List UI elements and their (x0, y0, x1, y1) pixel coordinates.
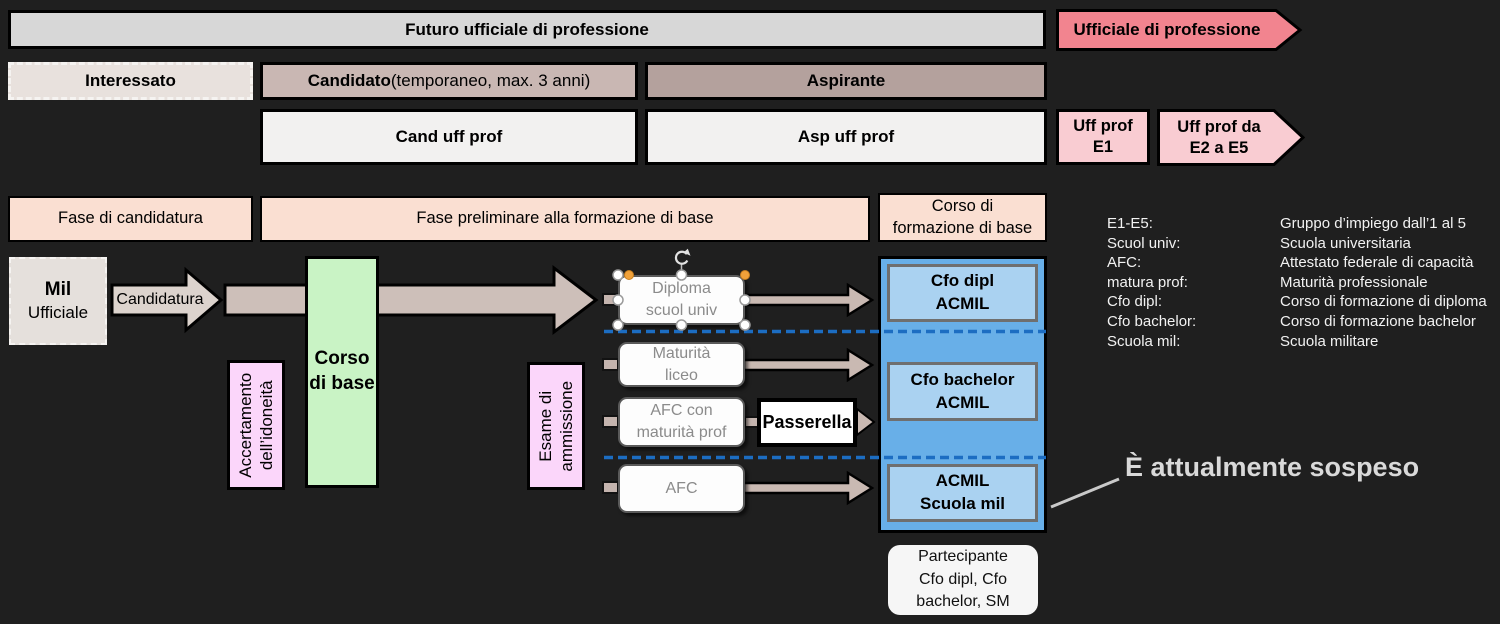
legend-definition: Gruppo d’impiego dall’1 al 5 (1280, 215, 1466, 232)
passerella-box[interactable]: Passerella (757, 398, 857, 447)
arrow-row-diploma (742, 282, 875, 318)
phase-preliminary[interactable]: Fase preliminare alla formazione di base (260, 196, 870, 242)
stub-maturita (602, 358, 619, 371)
arrow-row-maturita-polygon (742, 347, 875, 383)
legend-definition: Corso di formazione bachelor (1280, 312, 1476, 330)
band-candidate-note: (temporaneo, max. 3 anni) (390, 71, 591, 90)
rotate-handle-icon[interactable] (674, 250, 689, 265)
arrow-candidatura[interactable]: Candidatura (110, 266, 224, 334)
accertamento-label: Accertamento dell’idoneità (235, 372, 277, 478)
stub-diploma (602, 293, 619, 306)
suspended-connector-line (1050, 477, 1120, 509)
esame-ammissione-label: Esame di ammissione (535, 380, 577, 472)
legend-term: Scuol univ: (1107, 234, 1181, 252)
course-cfo-dipl[interactable]: Cfo dipl ACMIL (887, 264, 1038, 322)
source-afc[interactable]: AFC (618, 464, 745, 513)
band-asp-uff-prof[interactable]: Asp uff prof (645, 109, 1047, 165)
legend-row: E1-E5: Gruppo d’impiego dall’1 al 5 (1107, 214, 1487, 234)
arrow-main-flow[interactable] (223, 264, 599, 336)
band-candidate[interactable]: Candidato (temporaneo, max. 3 anni) (260, 62, 638, 100)
band-future-official[interactable]: Futuro ufficiale di professione (8, 10, 1046, 49)
legend-term: AFC: (1107, 254, 1142, 272)
arrow-main-polygon (223, 264, 599, 336)
accertamento-box[interactable]: Accertamento dell’idoneità (227, 360, 285, 490)
legend-definition: Scuola universitaria (1280, 234, 1411, 252)
source-diploma-scuol-univ[interactable]: Diploma scuol univ (618, 275, 745, 325)
band-aspirant-label: Aspirante (806, 71, 886, 90)
legend-definition: Corso di formazione di diploma (1280, 293, 1487, 311)
legend-term: Cfo bachelor: (1107, 312, 1197, 330)
arrow-candidatura-label: Candidatura (116, 291, 204, 308)
legend-row: Cfo bachelor: Corso di formazione bachel… (1107, 312, 1487, 332)
band-cand-uff-prof-label: Cand uff prof (395, 127, 503, 146)
corso-di-base-box[interactable]: Corso di base (305, 256, 379, 488)
band-aspirant[interactable]: Aspirante (645, 62, 1047, 100)
legend-definition: Maturità professionale (1280, 273, 1428, 291)
arrow-uff-prof-e2-e5[interactable]: Uff prof da E2 a E5 (1157, 109, 1306, 166)
participant-note: Partecipante Cfo dipl, Cfo bachelor, SM (888, 545, 1038, 615)
rotate-handle-arrowhead (683, 248, 691, 256)
arrow-e2e5-shape (1157, 109, 1306, 166)
band-candidate-label: Candidato (307, 71, 391, 90)
band-interested[interactable]: Interessato (8, 62, 253, 100)
legend-definition: Scuola militare (1280, 332, 1379, 350)
course-cfo-bachelor[interactable]: Cfo bachelor ACMIL (887, 362, 1038, 421)
legend-definition: Attestato federale di capacità (1280, 254, 1474, 272)
legend-row: Scuola mil: Scuola militare (1107, 332, 1487, 352)
legend[interactable]: E1-E5: Gruppo d’impiego dall’1 al 5 Scuo… (1107, 214, 1487, 351)
stub-afc-maturita (602, 415, 619, 428)
band-future-official-label: Futuro ufficiale di professione (405, 19, 649, 39)
band-interested-label: Interessato (85, 71, 176, 90)
phase-candidacy-label: Fase di candidatura (58, 209, 203, 228)
mil-sublabel: Ufficiale (27, 303, 89, 323)
course-acmil-scuola-mil[interactable]: ACMIL Scuola mil (887, 464, 1038, 522)
arrow-e2e5-polygon (1157, 109, 1306, 166)
arrow-candidatura-shape (110, 266, 224, 334)
legend-row: AFC: Attestato federale di capacità (1107, 253, 1487, 273)
stub-afc (602, 481, 619, 494)
esame-ammissione-box[interactable]: Esame di ammissione (527, 362, 585, 490)
legend-term: E1-E5: (1107, 215, 1153, 232)
mil-label: Mil (44, 278, 72, 300)
legend-row: Cfo dipl: Corso di formazione di diploma (1107, 292, 1487, 312)
legend-term: Scuola mil: (1107, 332, 1181, 350)
phase-preliminary-label: Fase preliminare alla formazione di base (416, 209, 714, 228)
arrow-official-polygon (1056, 9, 1303, 51)
arrow-main-shape (223, 264, 599, 336)
arrowhead-passerella-polygon (856, 406, 876, 438)
mil-official-box[interactable]: Mil Ufficiale (9, 257, 107, 345)
phase-candidacy[interactable]: Fase di candidatura (8, 196, 253, 242)
arrowhead-passerella (856, 406, 876, 438)
source-afc-maturita-prof[interactable]: AFC con maturità prof (618, 397, 745, 447)
legend-row: Scuol univ: Scuola universitaria (1107, 234, 1487, 254)
band-cand-uff-prof[interactable]: Cand uff prof (260, 109, 638, 165)
band-asp-uff-prof-label: Asp uff prof (797, 127, 895, 146)
phase-basic-training[interactable]: Corso di formazione di base (878, 193, 1047, 242)
arrow-row-diploma-polygon (742, 282, 875, 318)
arrow-official-label: Ufficiale di professione (1073, 20, 1261, 40)
legend-term: Cfo dipl: (1107, 293, 1163, 311)
arrow-row-afc (742, 470, 875, 506)
legend-row: matura prof: Maturità professionale (1107, 273, 1487, 293)
arrow-row-afc-polygon (742, 470, 875, 506)
legend-term: matura prof: (1107, 273, 1188, 291)
arrow-e2e5-label: Uff prof da E2 a E5 (1177, 117, 1261, 157)
arrow-official-shape (1056, 9, 1303, 51)
source-maturita-liceo[interactable]: Maturità liceo (618, 342, 745, 387)
arrow-candidatura-polygon (110, 266, 224, 334)
arrow-official-of-profession[interactable]: Ufficiale di professione (1056, 9, 1303, 51)
suspended-annotation: È attualmente sospeso (1125, 452, 1420, 482)
arrow-row-maturita (742, 347, 875, 383)
band-uff-prof-e1[interactable]: Uff prof E1 (1056, 109, 1150, 165)
